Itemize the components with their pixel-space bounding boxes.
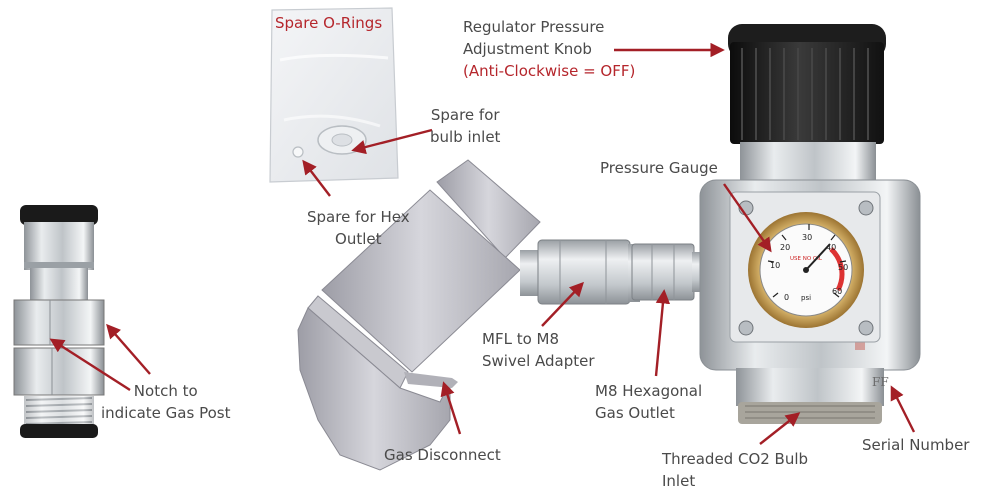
pressure-gauge: 0 10 20 30 40 50 60 USE NO OIL psi xyxy=(748,212,864,328)
gauge-tick-50: 50 xyxy=(838,263,848,272)
label-gas-disconnect: Gas Disconnect xyxy=(384,446,501,464)
label-spare-hex-line2: Outlet xyxy=(335,230,382,248)
label-bulb-inlet-line2: Inlet xyxy=(662,472,696,490)
label-spare-hex-outlet: Spare for Hex Outlet xyxy=(307,206,410,250)
arrow-notch-1 xyxy=(49,338,131,392)
label-mfl-line1: MFL to M8 xyxy=(482,330,560,348)
label-regulator-line2: Adjustment Knob xyxy=(463,40,592,58)
label-regulator-knob: Regulator Pressure Adjustment Knob (Anti… xyxy=(463,16,635,82)
mfl-swivel-adapter xyxy=(520,239,631,305)
label-spare-bulb-line1: Spare for xyxy=(430,106,500,124)
label-m8-line2: Gas Outlet xyxy=(595,404,675,422)
m8-hex-outlet xyxy=(628,243,706,302)
gauge-tick-0: 0 xyxy=(784,293,789,302)
gauge-tick-20: 20 xyxy=(780,243,790,252)
label-spare-bulb-inlet: Spare for bulb inlet xyxy=(430,104,500,148)
arrow-spare-hex xyxy=(302,159,331,197)
keg-gas-post xyxy=(13,205,105,438)
arrow-gas-disconnect xyxy=(440,381,462,435)
label-regulator-line3: (Anti-Clockwise = OFF) xyxy=(463,62,636,80)
gas-disconnect-body xyxy=(297,159,541,471)
gauge-tick-40: 40 xyxy=(826,243,836,252)
label-notch-line2: indicate Gas Post xyxy=(101,404,231,422)
callout-arrows xyxy=(49,42,916,445)
label-bulb-inlet: Threaded CO2 Bulb Inlet xyxy=(662,448,808,492)
arrow-spare-bulb xyxy=(351,128,433,155)
arrow-serial-number xyxy=(890,385,916,433)
label-spare-bulb-line2: bulb inlet xyxy=(430,128,501,146)
arrow-mfl-swivel xyxy=(541,281,584,327)
gauge-unit: psi xyxy=(801,294,811,302)
label-notch-line1: Notch to xyxy=(133,382,198,400)
arrow-notch-2 xyxy=(106,323,151,375)
label-bulb-inlet-line1: Threaded CO2 Bulb xyxy=(662,450,809,468)
gauge-tick-10: 10 xyxy=(770,261,780,270)
gauge-warning: USE NO OIL xyxy=(790,256,823,262)
label-mfl-swivel: MFL to M8 Swivel Adapter xyxy=(482,328,595,372)
label-spare-orings: Spare O-Rings xyxy=(275,14,383,32)
label-serial-number: Serial Number xyxy=(862,436,970,454)
gauge-tick-30: 30 xyxy=(802,233,812,242)
label-m8-line1: M8 Hexagonal xyxy=(595,382,703,400)
label-regulator-line1: Regulator Pressure xyxy=(463,18,605,36)
label-notch: Notch to indicate Gas Post xyxy=(101,380,230,424)
label-spare-hex-line1: Spare for Hex xyxy=(307,208,410,226)
serial-mark: FF xyxy=(872,375,889,389)
gauge-tick-60: 60 xyxy=(832,287,842,296)
arrow-bulb-inlet xyxy=(759,412,801,445)
label-pressure-gauge: Pressure Gauge xyxy=(600,159,718,177)
label-mfl-line2: Swivel Adapter xyxy=(482,352,595,370)
arrow-pressure-gauge xyxy=(723,183,772,253)
arrow-m8-hex xyxy=(654,289,671,377)
spare-orings-bag xyxy=(269,7,399,183)
label-m8-hex: M8 Hexagonal Gas Outlet xyxy=(595,380,702,424)
